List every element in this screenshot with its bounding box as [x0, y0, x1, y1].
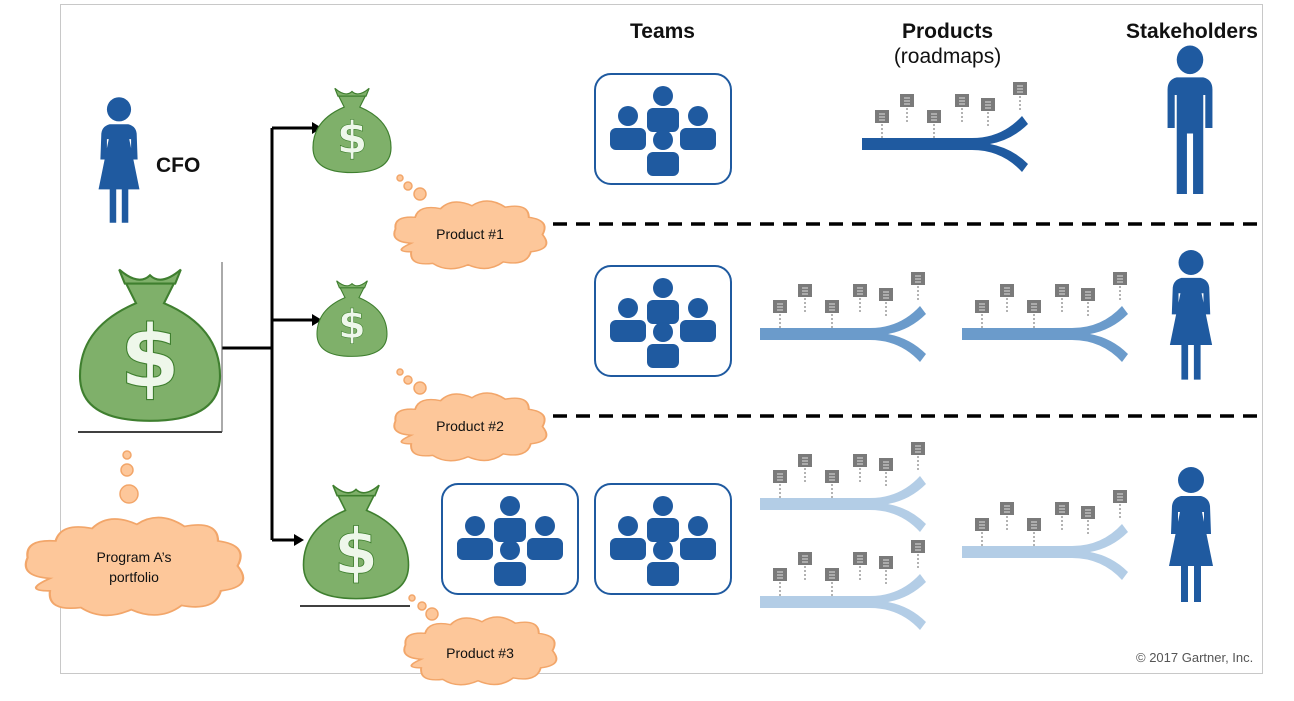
team-box-1: [594, 73, 732, 185]
cloud-portfolio: [24, 516, 245, 617]
thought-dots: [119, 174, 439, 621]
roadmap-3b: [760, 540, 926, 630]
money-bag-icon-product1: $: [312, 87, 392, 174]
stakeholder-icon-3: [1169, 467, 1213, 602]
header-products-sub: (roadmaps): [893, 45, 1002, 68]
team-box-2: [594, 265, 732, 377]
dashed-separators: [553, 222, 1260, 418]
stakeholder-icon-1: [1167, 45, 1213, 194]
connector-arrowheads: [294, 122, 322, 546]
header-products: Products: [901, 20, 993, 43]
svg-text:$: $: [337, 112, 367, 163]
cloud-label-product1: Product #1: [436, 226, 504, 242]
cloud-label-portfolio-line2: portfolio: [109, 569, 159, 585]
roadmap-1: [862, 82, 1028, 172]
svg-text:$: $: [120, 307, 180, 408]
svg-text:$: $: [338, 303, 365, 348]
svg-text:$: $: [334, 515, 378, 588]
roadmap-3c: [962, 490, 1128, 580]
stakeholder-icon-2: [1169, 250, 1213, 380]
cfo-label: CFO: [156, 154, 201, 177]
cloud-label-product2: Product #2: [436, 418, 504, 434]
header-stakeholders: Stakeholders: [1126, 20, 1258, 43]
roadmap-2b: [962, 272, 1128, 362]
cfo-person-icon: [98, 97, 140, 223]
cloud-label-product3: Product #3: [446, 645, 514, 661]
roadmap-2a: [760, 272, 926, 362]
copyright: © 2017 Gartner, Inc.: [1136, 650, 1254, 665]
money-bag-icon-product3: $: [302, 484, 410, 600]
team-box-3b: [594, 483, 732, 595]
team-box-3a: [441, 483, 579, 595]
roadmap-3a: [760, 442, 926, 532]
money-bag-icon-product2: $: [316, 280, 388, 357]
diagram-frame: [60, 4, 1263, 674]
header-teams: Teams: [630, 20, 695, 43]
money-bag-icon-large: $: [78, 268, 222, 422]
connector-lines: [222, 126, 314, 542]
cloud-label-portfolio-line1: Program A’s: [96, 549, 172, 565]
